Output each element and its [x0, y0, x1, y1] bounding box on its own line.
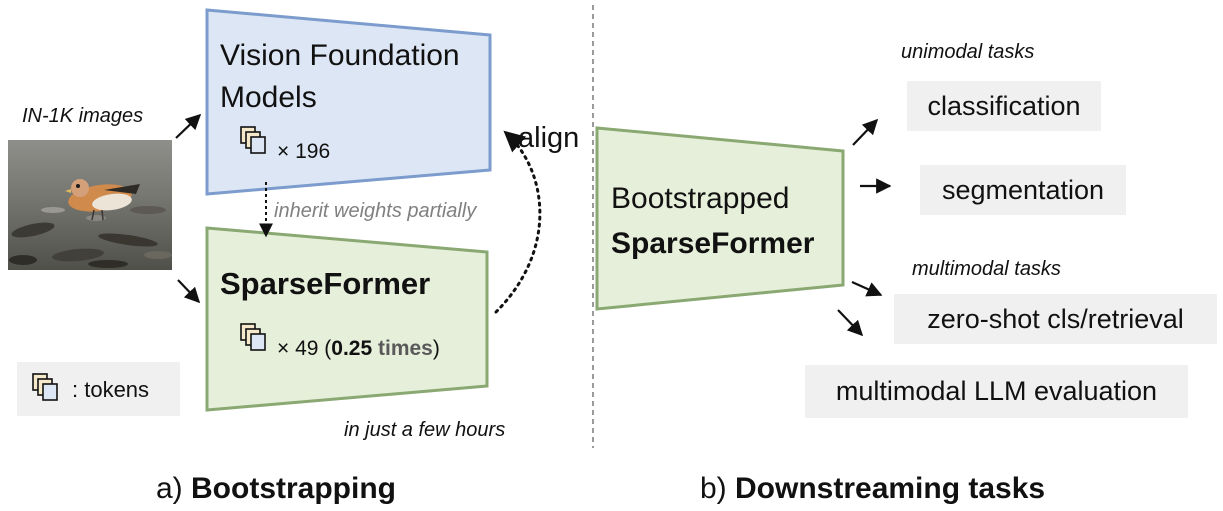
- sparseformer-token-count: × 49 (0.25 times): [277, 338, 440, 359]
- token-count-prefix: × 49 (: [277, 337, 332, 360]
- multimodal-header: multimodal tasks: [912, 258, 1061, 280]
- unimodal-header: unimodal tasks: [901, 41, 1035, 63]
- task-zero-shot: zero-shot cls/retrieval: [894, 294, 1217, 344]
- token-count-suffix: ): [432, 337, 440, 360]
- align-label: align: [518, 122, 580, 154]
- input-image: [8, 140, 172, 270]
- to-multimodal-tasks-arrow: [851, 280, 883, 297]
- caption-b-prefix: b): [700, 472, 736, 505]
- image-to-vfm-arrow: [175, 113, 202, 139]
- to-multimodal-llm-arrow: [837, 309, 864, 337]
- bootstrapped-title-line1: Bootstrapped: [611, 182, 790, 215]
- caption-a-prefix: a): [156, 472, 192, 505]
- task-multimodal-llm: multimodal LLM evaluation: [805, 365, 1188, 418]
- vfm-title-line1: Vision Foundation: [220, 39, 460, 72]
- to-classification-arrow: [852, 118, 879, 146]
- image-to-sparseformer-arrow: [177, 279, 201, 304]
- caption-a: a) Bootstrapping: [156, 474, 396, 504]
- caption-b: b) Downstreaming tasks: [700, 474, 1045, 504]
- task-classification: classification: [907, 81, 1101, 131]
- vfm-title-line2: Models: [220, 81, 317, 114]
- token-ratio-unit: times: [372, 337, 433, 360]
- caption-a-bold: Bootstrapping: [191, 472, 396, 505]
- bootstrapped-title-line2: SparseFormer: [611, 227, 815, 260]
- inherit-weights-label: inherit weights partially: [274, 200, 477, 222]
- vfm-box: [205, 8, 492, 196]
- caption-b-bold: Downstreaming tasks: [735, 472, 1046, 505]
- bootstrapped-sparseformer-box: [595, 126, 845, 311]
- duration-label: in just a few hours: [344, 419, 506, 441]
- input-label: IN-1K images: [22, 105, 144, 127]
- legend-label: : tokens: [72, 377, 150, 402]
- sparseformer-box: [205, 226, 489, 412]
- vfm-token-count: × 196: [277, 140, 331, 163]
- token-ratio: 0.25: [331, 337, 373, 360]
- align-arrow: [494, 130, 542, 314]
- task-segmentation: segmentation: [920, 165, 1126, 215]
- sparseformer-title: SparseFormer: [220, 266, 431, 301]
